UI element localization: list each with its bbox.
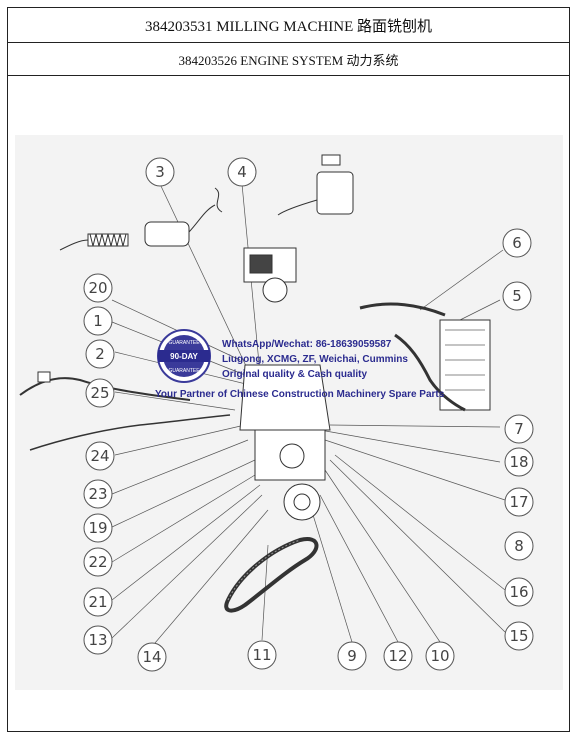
svg-text:16: 16 bbox=[509, 583, 528, 601]
svg-text:13: 13 bbox=[88, 631, 107, 649]
callout-1: 1 bbox=[83, 306, 113, 336]
badge-bottom-text: GUARANTEE bbox=[168, 368, 200, 374]
svg-text:7: 7 bbox=[514, 420, 524, 438]
callout-21: 21 bbox=[83, 587, 113, 617]
svg-text:25: 25 bbox=[90, 384, 109, 402]
callout-14: 14 bbox=[137, 642, 167, 672]
watermark-line-3: Original quality & Cash quality bbox=[222, 369, 367, 380]
callout-6: 6 bbox=[502, 228, 532, 258]
svg-text:11: 11 bbox=[252, 646, 271, 664]
badge-top-text: GUARANTEE bbox=[168, 340, 200, 346]
callout-24: 24 bbox=[85, 441, 115, 471]
spring-hose bbox=[59, 233, 129, 251]
svg-text:4: 4 bbox=[237, 163, 247, 181]
callout-4: 4 bbox=[227, 157, 257, 187]
badge-main-text: 90-DAY bbox=[170, 352, 198, 361]
svg-text:18: 18 bbox=[509, 453, 528, 471]
svg-text:12: 12 bbox=[388, 647, 407, 665]
svg-text:6: 6 bbox=[512, 234, 522, 252]
svg-text:1: 1 bbox=[93, 312, 103, 330]
callout-10: 10 bbox=[425, 641, 455, 671]
callout-12: 12 bbox=[383, 641, 413, 671]
callout-3: 3 bbox=[145, 157, 175, 187]
callout-19: 19 bbox=[83, 513, 113, 543]
svg-text:15: 15 bbox=[509, 627, 528, 645]
callout-7: 7 bbox=[504, 414, 534, 444]
callout-5: 5 bbox=[502, 281, 532, 311]
svg-text:21: 21 bbox=[88, 593, 107, 611]
callout-17: 17 bbox=[504, 487, 534, 517]
radiator bbox=[359, 302, 491, 412]
watermark-line-2: Liugong, XCMG, ZF, Weichai, Cummins bbox=[222, 354, 408, 365]
callout-11: 11 bbox=[247, 640, 277, 670]
svg-text:17: 17 bbox=[509, 493, 528, 511]
callout-18: 18 bbox=[504, 447, 534, 477]
svg-text:22: 22 bbox=[88, 553, 107, 571]
watermark: GUARANTEE 90-DAY GUARANTEE WhatsApp/Wech… bbox=[155, 329, 445, 400]
svg-text:2: 2 bbox=[95, 345, 105, 363]
callout-2: 2 bbox=[85, 339, 115, 369]
sheet-subtitle: 384203526 ENGINE SYSTEM 动力系统 bbox=[8, 43, 569, 76]
svg-text:14: 14 bbox=[142, 648, 161, 666]
svg-text:8: 8 bbox=[514, 537, 524, 555]
svg-text:20: 20 bbox=[88, 279, 107, 297]
callout-20: 20 bbox=[83, 273, 113, 303]
callout-25: 25 bbox=[85, 378, 115, 408]
watermark-line-1: WhatsApp/Wechat: 86-18639059587 bbox=[222, 339, 392, 350]
svg-text:9: 9 bbox=[347, 647, 357, 665]
callout-group: 3 4 6 5 20 1 2 25 7 18 17 24 23 19 22 8 … bbox=[83, 157, 534, 672]
svg-text:5: 5 bbox=[512, 287, 522, 305]
svg-text:19: 19 bbox=[88, 519, 107, 537]
watermark-line-4: Your Partner of Chinese Construction Mac… bbox=[155, 389, 445, 400]
callout-22: 22 bbox=[83, 547, 113, 577]
callout-8: 8 bbox=[504, 531, 534, 561]
callout-23: 23 bbox=[83, 479, 113, 509]
svg-text:10: 10 bbox=[430, 647, 449, 665]
sheet-title: 384203531 MILLING MACHINE 路面铣刨机 bbox=[8, 8, 569, 43]
callout-15: 15 bbox=[504, 621, 534, 651]
drive-belt bbox=[224, 537, 319, 613]
guarantee-badge: GUARANTEE 90-DAY GUARANTEE bbox=[157, 329, 211, 383]
muffler bbox=[316, 171, 354, 215]
drawing-sheet: 384203531 MILLING MACHINE 路面铣刨机 38420352… bbox=[7, 7, 570, 732]
machine-parts bbox=[19, 154, 491, 613]
svg-text:24: 24 bbox=[90, 447, 109, 465]
callout-9: 9 bbox=[337, 641, 367, 671]
engine-frame bbox=[239, 364, 331, 481]
callout-13: 13 bbox=[83, 625, 113, 655]
air-filter-cylinder bbox=[144, 221, 190, 247]
callout-16: 16 bbox=[504, 577, 534, 607]
svg-text:3: 3 bbox=[155, 163, 165, 181]
svg-text:23: 23 bbox=[88, 485, 107, 503]
